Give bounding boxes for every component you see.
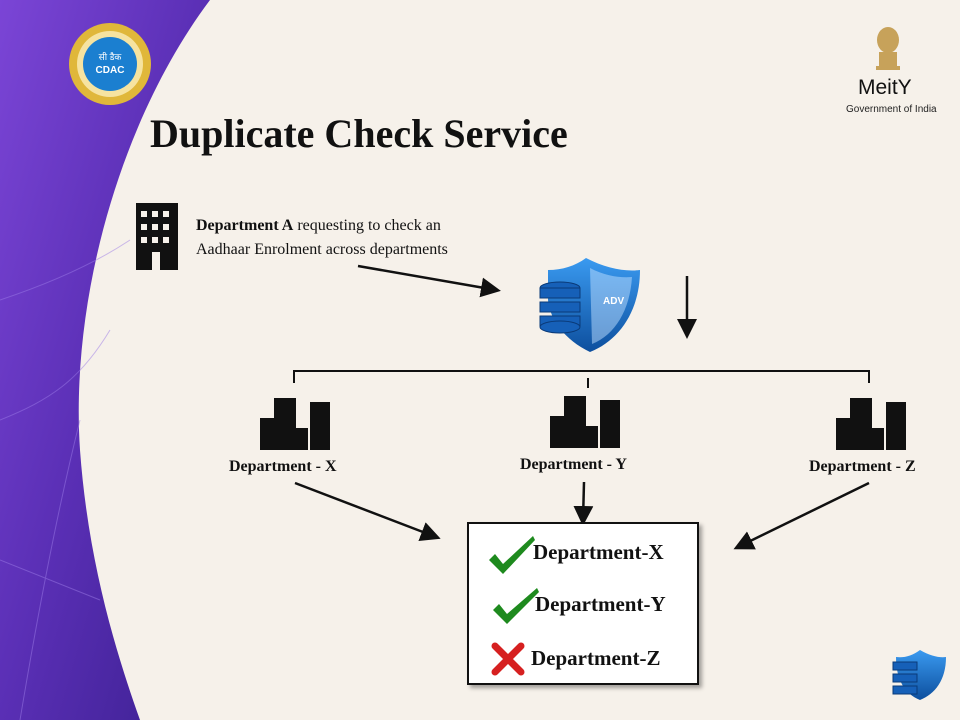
slide-title: Duplicate Check Service <box>150 111 568 156</box>
result-y-label: Department-Y <box>535 592 666 616</box>
meity-logo-text: MeitY <box>858 76 912 99</box>
request-department: Department A <box>196 217 294 234</box>
cross-icon <box>491 642 525 676</box>
adv-database-shield-icon: ADV <box>539 258 640 352</box>
department-x-label: Department - X <box>229 458 337 475</box>
request-text-2: Aadhaar Enrolment across departments <box>196 241 448 258</box>
request-text-1: requesting to check an <box>293 217 441 234</box>
buildings-icon-y <box>550 396 620 448</box>
result-x-label: Department-X <box>533 540 664 564</box>
department-buildings <box>260 396 906 450</box>
buildings-icon-x <box>260 398 330 450</box>
building-icon <box>136 203 178 270</box>
department-z-label: Department - Z <box>809 458 916 475</box>
government-of-india-text: Government of India <box>846 104 937 115</box>
flow-arrows <box>293 264 870 550</box>
result-z-label: Department-Z <box>531 646 661 670</box>
check-icon <box>489 536 535 574</box>
buildings-icon-z <box>836 398 906 450</box>
adv-small-logo-icon <box>892 650 946 700</box>
cdac-logo: सी डैक CDAC <box>69 23 151 105</box>
request-description: Department A requesting to check an Aadh… <box>196 214 448 262</box>
result-box: Department-X Department-Y Department-Z <box>467 522 699 685</box>
department-y-label: Department - Y <box>520 456 627 473</box>
check-icon <box>493 588 539 624</box>
national-emblem-icon <box>876 27 900 70</box>
svg-text:सी डैक: सी डैक <box>99 51 123 62</box>
svg-text:CDAC: CDAC <box>96 65 125 76</box>
svg-text:ADV: ADV <box>603 296 624 307</box>
